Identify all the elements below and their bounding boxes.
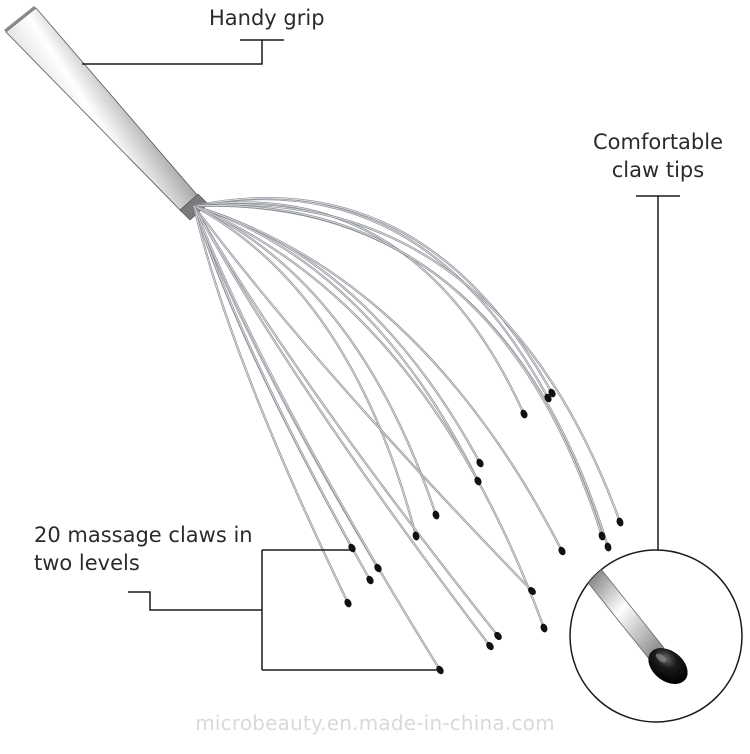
claw-tips xyxy=(344,388,624,675)
massage-wire xyxy=(193,204,604,537)
claw-tips-label: Comfortable claw tips xyxy=(583,128,733,184)
massage-wire xyxy=(192,205,441,671)
callout-claws xyxy=(128,549,440,671)
claw-tip xyxy=(558,546,566,556)
massage-wire-highlight xyxy=(193,205,379,569)
callout-tips xyxy=(636,195,680,554)
massage-claws-label: 20 massage claws in two levels xyxy=(34,521,253,577)
callout-grip xyxy=(82,39,284,65)
massage-wire-highlight xyxy=(193,205,371,581)
massage-wire xyxy=(192,205,379,569)
claw-tip xyxy=(544,393,552,403)
claw-tip xyxy=(486,641,494,651)
claw-tips-label-line1: Comfortable xyxy=(592,130,724,154)
claw-tip xyxy=(412,531,420,541)
massage-wire-highlight xyxy=(193,205,417,537)
claw-tip xyxy=(604,542,612,552)
claw-tip xyxy=(528,587,536,595)
massage-wire-highlight xyxy=(193,205,533,592)
claw-tip xyxy=(540,623,548,633)
handy-grip-label: Handy grip xyxy=(209,6,325,30)
massage-wire-highlight xyxy=(193,205,491,647)
watermark: microbeauty.en.made-in-china.com xyxy=(195,711,555,735)
claw-tips-label-line2: claw tips xyxy=(611,158,705,182)
massage-wire-highlight xyxy=(193,205,609,548)
claw-tip xyxy=(548,388,556,398)
massage-wire-highlight xyxy=(193,202,525,415)
massage-wire-highlight xyxy=(193,205,499,637)
massage-claws-label-line2: two levels xyxy=(34,551,140,575)
massage-wires xyxy=(192,197,622,671)
claw-tip xyxy=(374,563,382,573)
handle xyxy=(4,6,209,221)
massage-wire-highlight xyxy=(193,205,479,482)
claw-tip xyxy=(616,517,624,527)
claw-tip-zoom xyxy=(569,549,743,723)
claw-tip xyxy=(474,476,482,486)
claw-tip xyxy=(476,458,484,468)
claw-tip xyxy=(494,631,502,641)
claw-tip xyxy=(598,531,606,541)
claw-tip xyxy=(344,598,352,608)
massage-wire-highlight xyxy=(193,204,621,523)
massage-claws-label-line1: 20 massage claws in xyxy=(34,523,253,547)
claw-tip xyxy=(520,409,528,419)
massage-wire-highlight xyxy=(193,205,441,671)
massage-wire xyxy=(193,204,610,548)
massage-wire-highlight xyxy=(193,205,437,516)
massage-wire-highlight xyxy=(193,197,553,394)
massage-wire-highlight xyxy=(193,205,603,537)
claw-tip xyxy=(432,510,440,520)
massage-wire-highlight xyxy=(193,205,563,552)
massage-wire-highlight xyxy=(193,205,545,629)
massage-wire-highlight xyxy=(193,205,349,604)
claw-tip xyxy=(366,575,374,585)
